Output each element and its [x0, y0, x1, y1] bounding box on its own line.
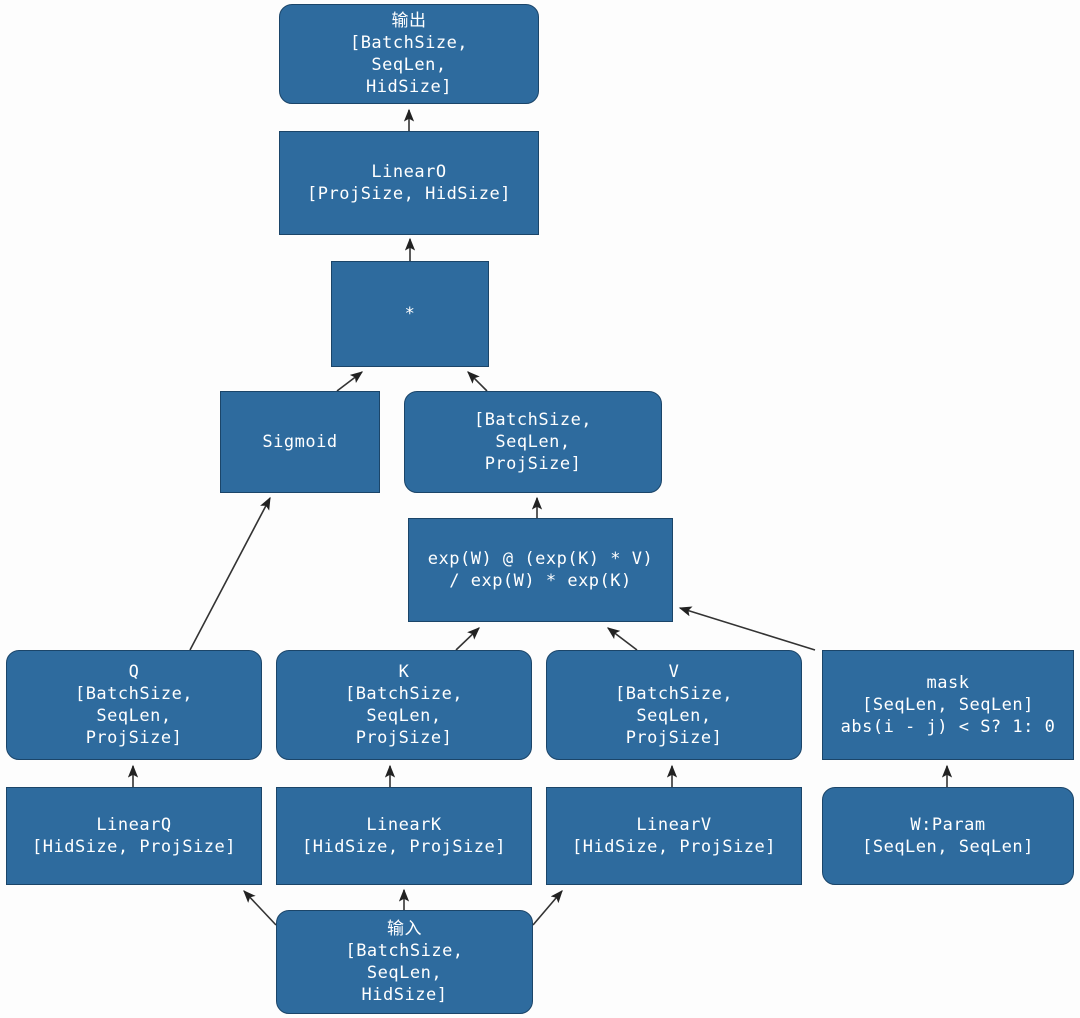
- input-node: 输入 [BatchSize, SeqLen, HidSize]: [276, 910, 533, 1014]
- linear-o-node-label: LinearO [ProjSize, HidSize]: [307, 161, 511, 204]
- q-node-label: Q [BatchSize, SeqLen, ProjSize]: [74, 661, 194, 749]
- exp-w-formula-node-label: exp(W) @ (exp(K) * V) / exp(W) * exp(K): [427, 548, 654, 591]
- sigmoid-node-label: Sigmoid: [262, 431, 338, 452]
- linear-k-node-label: LinearK [HidSize, ProjSize]: [302, 814, 506, 857]
- edge-input-to-linearQ: [243, 890, 277, 926]
- edge-sigmoid-to-mul: [336, 371, 364, 392]
- multiply-node: *: [331, 261, 489, 367]
- linear-o-node: LinearO [ProjSize, HidSize]: [279, 131, 539, 235]
- edge-v-to-expw: [606, 627, 638, 651]
- edge-q-to-sigmoid: [189, 496, 271, 651]
- q-node: Q [BatchSize, SeqLen, ProjSize]: [6, 650, 262, 760]
- k-node-label: K [BatchSize, SeqLen, ProjSize]: [344, 661, 464, 749]
- w-param-node-label: W:Param [SeqLen, SeqLen]: [862, 814, 1034, 857]
- output-node: 输出 [BatchSize, SeqLen, HidSize]: [279, 4, 539, 104]
- mask-node: mask [SeqLen, SeqLen] abs(i - j) < S? 1:…: [822, 650, 1074, 760]
- linear-q-node-label: LinearQ [HidSize, ProjSize]: [32, 814, 236, 857]
- linear-q-node: LinearQ [HidSize, ProjSize]: [6, 787, 262, 885]
- batchsize-seqlen-projsize-node: [BatchSize, SeqLen, ProjSize]: [404, 391, 662, 493]
- linear-k-node: LinearK [HidSize, ProjSize]: [276, 787, 532, 885]
- batchsize-seqlen-projsize-node-label: [BatchSize, SeqLen, ProjSize]: [473, 409, 593, 475]
- w-param-node: W:Param [SeqLen, SeqLen]: [822, 787, 1074, 885]
- k-node: K [BatchSize, SeqLen, ProjSize]: [276, 650, 532, 760]
- edge-bsp-to-mul: [467, 371, 488, 392]
- v-node: V [BatchSize, SeqLen, ProjSize]: [546, 650, 802, 760]
- input-node-label: 输入 [BatchSize, SeqLen, HidSize]: [345, 918, 464, 1006]
- mask-node-label: mask [SeqLen, SeqLen] abs(i - j) < S? 1:…: [840, 672, 1056, 738]
- linear-v-node: LinearV [HidSize, ProjSize]: [546, 787, 802, 885]
- edge-mask-to-expw: [678, 606, 816, 651]
- edge-input-to-linearV: [532, 890, 563, 926]
- output-node-label: 输出 [BatchSize, SeqLen, HidSize]: [349, 10, 469, 98]
- edge-k-to-expw: [455, 627, 480, 651]
- v-node-label: V [BatchSize, SeqLen, ProjSize]: [614, 661, 734, 749]
- multiply-node-label: *: [404, 303, 416, 324]
- sigmoid-node: Sigmoid: [220, 391, 380, 493]
- exp-w-formula-node: exp(W) @ (exp(K) * V) / exp(W) * exp(K): [408, 518, 673, 622]
- linear-v-node-label: LinearV [HidSize, ProjSize]: [572, 814, 776, 857]
